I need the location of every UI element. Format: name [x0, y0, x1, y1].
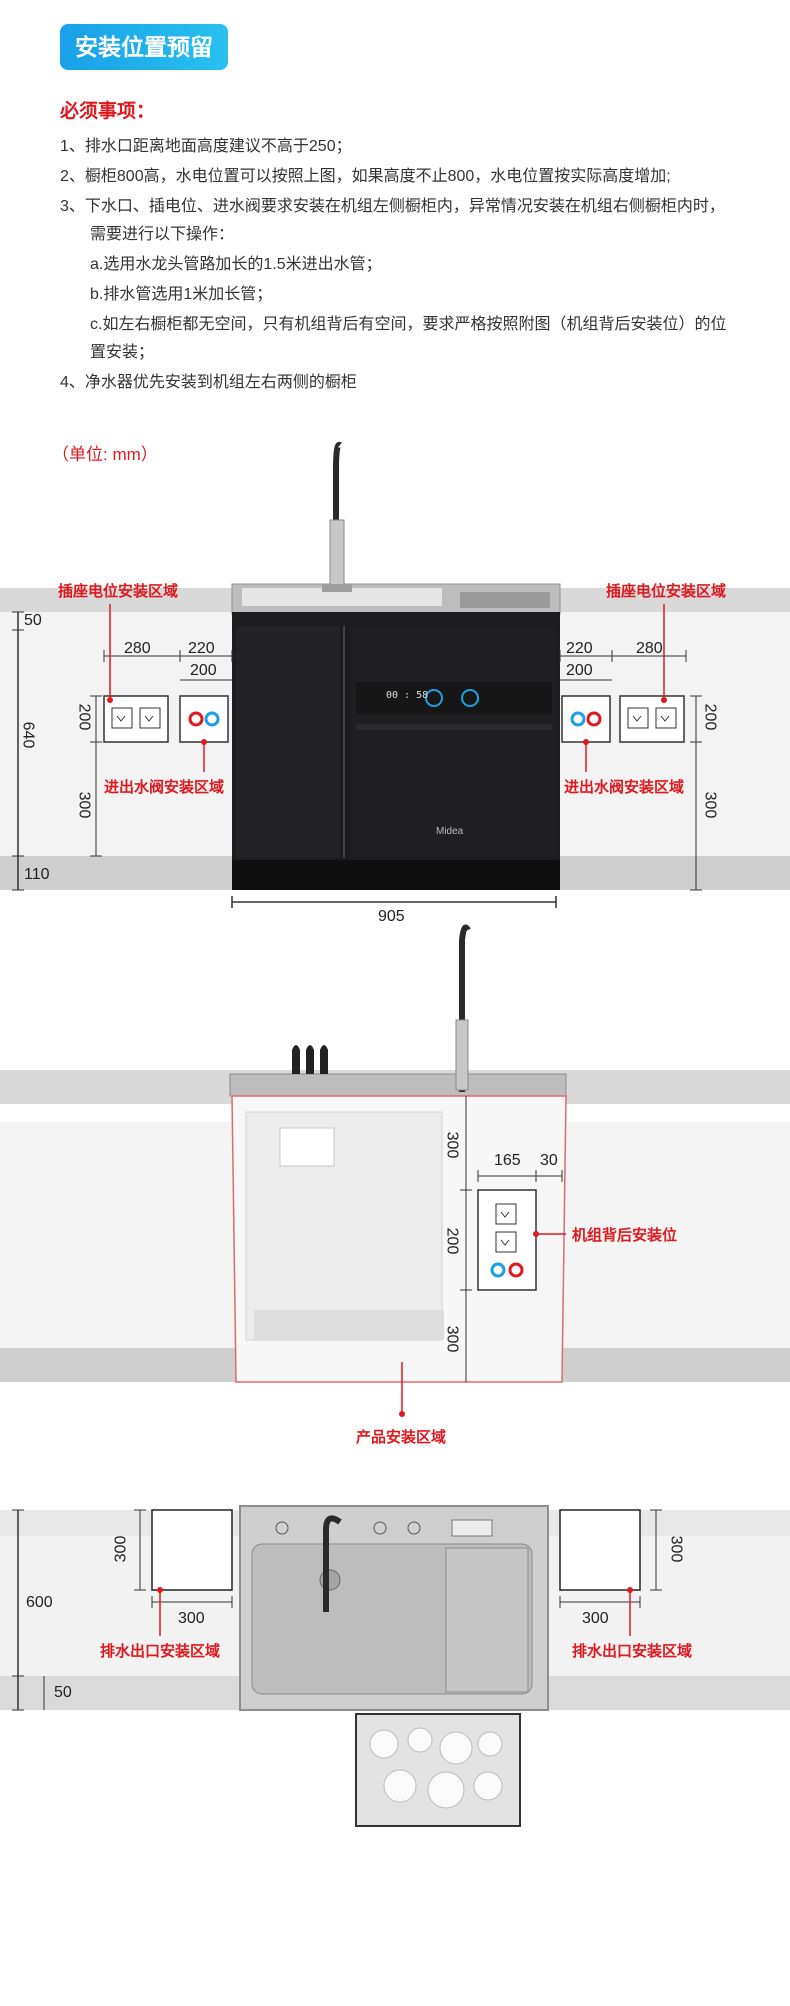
dim-165: 165: [494, 1152, 521, 1169]
dim-back-300-bottom: 300: [443, 1325, 461, 1353]
back-install-label: 机组背后安装位: [572, 1227, 678, 1244]
hot-water-icon: [586, 711, 602, 727]
requirement-item: 置安装；: [90, 344, 155, 361]
dim-600: 600: [26, 1594, 53, 1611]
diagram-front-view: [0, 441, 790, 908]
dim-110: 110: [24, 866, 50, 883]
requirements-heading: 必须事项：: [60, 101, 156, 122]
socket-icon: [111, 707, 161, 729]
requirement-item: a.选用水龙头管路加长的1.5米进出水管；: [90, 256, 382, 273]
requirement-item: c.如左右橱柜都无空间，只有机组背后有空间，要求严格按照附图（机组背后安装位）的…: [90, 316, 727, 333]
dim-280-left: 280: [124, 640, 151, 657]
dim-drain-300h-left: 300: [178, 1610, 205, 1627]
drain-area-label-right: 排水出口安装区域: [572, 1643, 693, 1660]
requirement-item: b.排水管选用1米加长管；: [90, 286, 273, 303]
dim-30: 30: [540, 1152, 558, 1169]
dim-drain-300h-right: 300: [582, 1610, 609, 1627]
dim-200v-left: 200: [75, 703, 93, 731]
hot-water-icon: [188, 711, 204, 727]
dim-top-50: 50: [54, 1684, 72, 1701]
requirement-item: 1、排水口距离地面高度建议不高于250；: [60, 138, 352, 155]
cold-water-icon: [490, 1262, 506, 1278]
product-area-label: 产品安装区域: [356, 1429, 447, 1446]
drain-area-label-left: 排水出口安装区域: [100, 1643, 221, 1660]
hot-water-icon: [508, 1262, 524, 1278]
faucet-icon: [455, 924, 471, 1092]
dim-220-right: 220: [566, 640, 593, 657]
dim-200-left: 200: [190, 662, 217, 679]
cold-water-icon: [204, 711, 220, 727]
valve-area-label-left: 进出水阀安装区域: [104, 779, 225, 796]
diagram-top-view: [0, 1505, 790, 1827]
socket-area-label-left: 插座电位安装区域: [58, 583, 179, 600]
dim-280-right: 280: [636, 640, 663, 657]
requirement-item: 4、净水器优先安装到机组左右两侧的橱柜: [60, 374, 357, 391]
dim-50: 50: [24, 612, 42, 629]
socket-icon: [627, 707, 677, 729]
cold-water-icon: [570, 711, 586, 727]
socket-icon: [495, 1203, 517, 1253]
section-title: 安装位置预留: [60, 24, 228, 70]
dim-300v-left: 300: [75, 791, 93, 819]
diagram-back-view: [0, 924, 790, 1417]
brand-logo: Midea: [436, 826, 464, 837]
dim-back-200: 200: [443, 1227, 461, 1255]
dim-640: 640: [19, 721, 37, 749]
dim-905: 905: [378, 908, 405, 925]
dim-drain-300v-left: 300: [112, 1535, 130, 1563]
socket-area-label-right: 插座电位安装区域: [606, 583, 727, 600]
dim-back-300-top: 300: [443, 1131, 461, 1159]
dim-drain-300v-right: 300: [667, 1535, 685, 1563]
dim-200-right: 200: [566, 662, 593, 679]
requirement-item: 3、下水口、插电位、进水阀要求安装在机组左侧橱柜内，异常情况安装在机组右侧橱柜内…: [60, 198, 725, 215]
requirement-item: 需要进行以下操作：: [90, 226, 235, 243]
requirement-item: 2、橱柜800高，水电位置可以按照上图，如果高度不止800，水电位置按实际高度增…: [60, 168, 671, 185]
unit-label: （单位: mm）: [52, 445, 158, 464]
faucet-icon: [323, 1515, 342, 1612]
control-panel-display: 00 : 58: [386, 690, 429, 701]
valve-area-label-right: 进出水阀安装区域: [564, 779, 685, 796]
dim-200v-right: 200: [701, 703, 719, 731]
faucet-icon: [322, 441, 352, 592]
dim-220-left: 220: [188, 640, 215, 657]
dim-300v-right: 300: [701, 791, 719, 819]
